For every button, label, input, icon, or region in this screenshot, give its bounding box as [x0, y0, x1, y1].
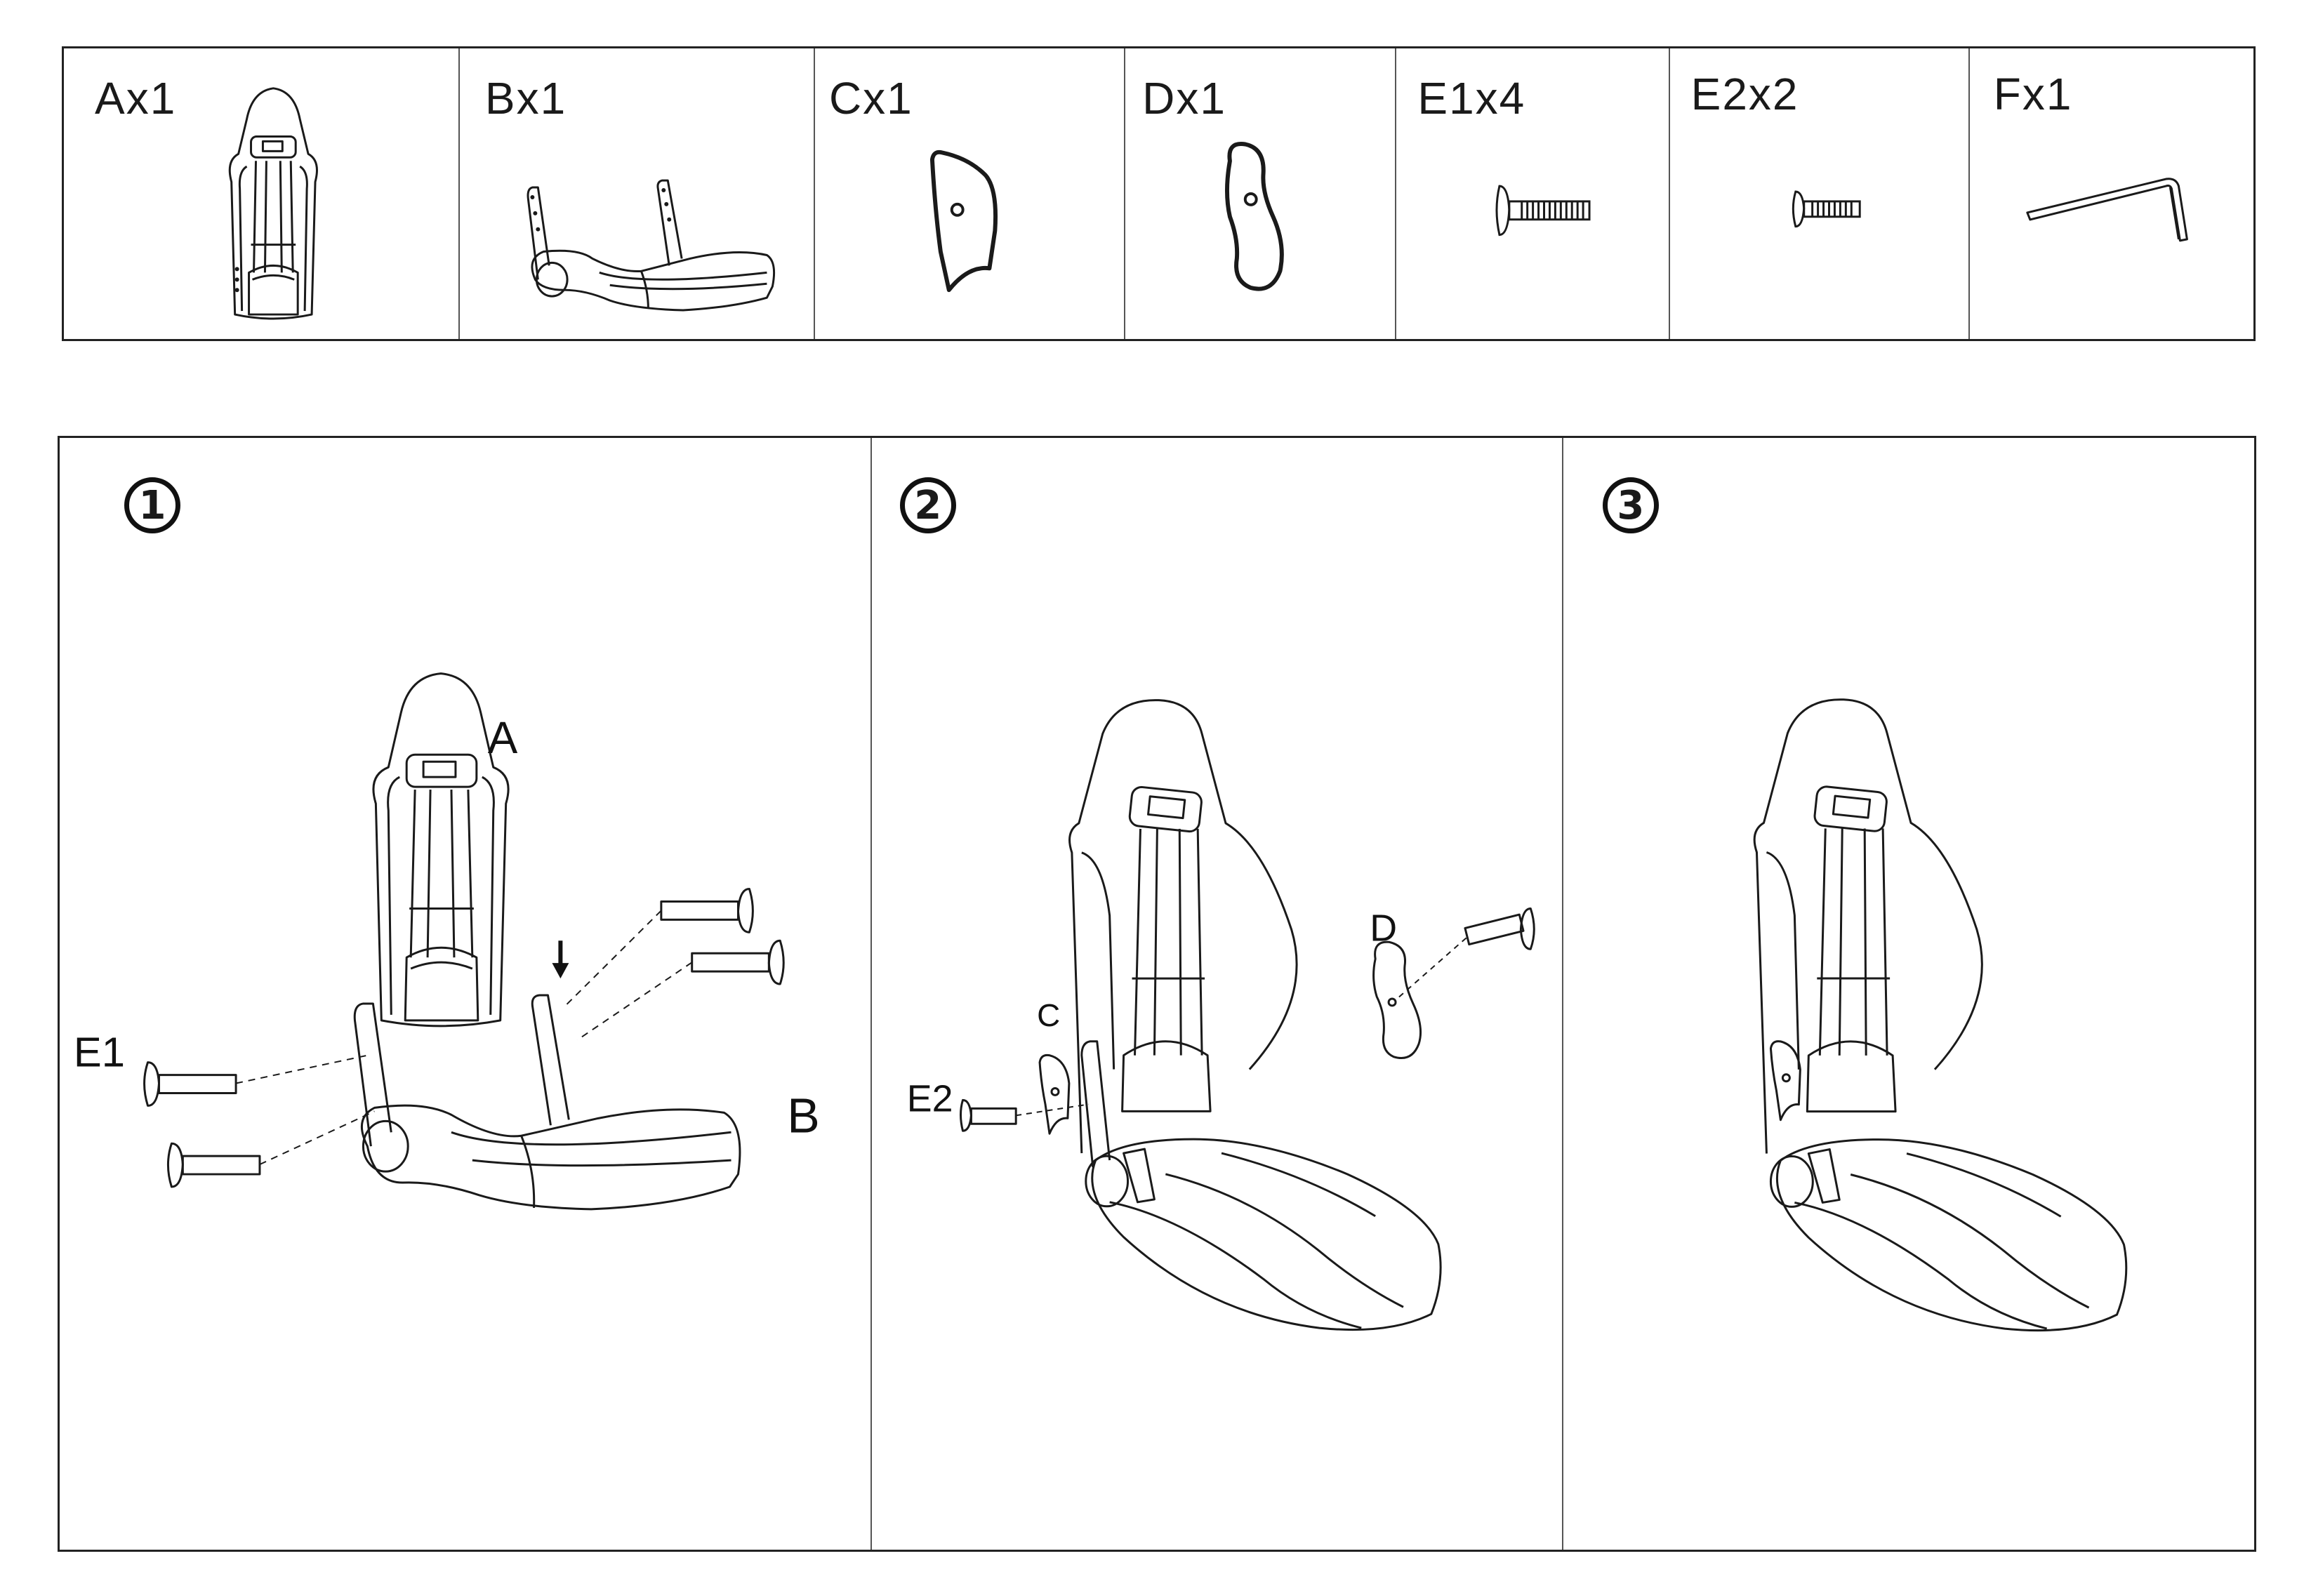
down-arrow-icon — [552, 940, 569, 979]
part-cell-b: Bx1 — [460, 48, 815, 339]
chair-drawing-step-2 — [1068, 699, 1442, 1331]
callout-d: D — [1370, 907, 1397, 949]
part-cell-c: Cx1 — [815, 48, 1126, 339]
step-1-panel: 1 — [60, 438, 872, 1550]
e2-bolt-drawing — [959, 1098, 1017, 1132]
callout-e2: E2 — [907, 1077, 953, 1119]
step-2-illustration: C D E2 — [907, 699, 1535, 1331]
seat-cushion-icon — [527, 179, 775, 312]
part-label-a: Ax1 — [95, 73, 177, 124]
step-2-number: 2 — [899, 477, 956, 533]
callout-b: B — [787, 1088, 820, 1143]
short-bolt-icon — [1792, 190, 1861, 228]
seat-drawing — [353, 994, 741, 1211]
step-3-panel: 3 — [1563, 438, 2254, 1550]
callout-a: A — [488, 712, 518, 763]
side-cover-d-icon — [1225, 142, 1284, 291]
part-cell-e2: E2x2 — [1670, 48, 1970, 339]
part-cell-f: Fx1 — [1970, 48, 2253, 339]
cover-c-drawing — [1038, 1053, 1071, 1135]
part-label-d: Dx1 — [1142, 73, 1226, 124]
step-1-illustration: A B E1 — [74, 672, 820, 1211]
part-label-e2: E2x2 — [1690, 69, 1799, 119]
hex-key-icon — [2026, 178, 2188, 242]
part-label-f: Fx1 — [1993, 69, 2073, 119]
callout-e1: E1 — [74, 1029, 125, 1076]
backrest-drawing — [372, 672, 510, 1028]
assembly-steps: 1 — [58, 436, 2256, 1552]
d-bolt-drawing — [1464, 907, 1535, 950]
part-label-e1: E1x4 — [1417, 73, 1526, 124]
cover-d-drawing — [1372, 940, 1422, 1060]
chair-drawing-step-3 — [1753, 698, 2128, 1332]
step-1-number: 1 — [124, 477, 180, 533]
part-cell-e1: E1x4 — [1396, 48, 1670, 339]
e1-bolts-drawing — [143, 888, 785, 1188]
part-cell-a: Ax1 — [64, 48, 460, 339]
chair-backrest-icon — [228, 87, 318, 320]
step-3-number: 3 — [1602, 477, 1659, 533]
parts-list: Ax1 Bx1 — [62, 46, 2256, 341]
part-label-b: Bx1 — [484, 73, 567, 124]
callout-c: C — [1037, 997, 1060, 1033]
part-label-c: Cx1 — [828, 73, 913, 124]
step-2-panel: 2 — [872, 438, 1563, 1550]
part-cell-d: Dx1 — [1125, 48, 1397, 339]
long-bolt-icon — [1495, 185, 1591, 237]
side-cover-c-icon — [929, 149, 998, 293]
step-3-illustration — [1753, 698, 2128, 1332]
